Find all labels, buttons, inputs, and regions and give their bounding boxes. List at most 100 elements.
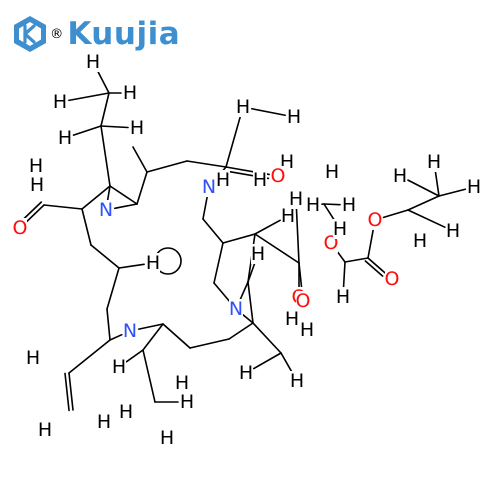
bond-v-w [109, 185, 138, 205]
atom-label-bg-h4 [58, 128, 72, 148]
atom-h-h26: H [175, 372, 189, 394]
bond-cf-h11 [407, 179, 440, 197]
bond-u-v [81, 185, 111, 210]
atom-label-bg-n4 [123, 321, 137, 341]
atom-label-bg-h24 [26, 348, 40, 368]
atom-label-bg-h5 [130, 118, 144, 138]
bond-ce-cf [407, 195, 440, 211]
atom-h-h21: H [300, 319, 314, 341]
atom-label-bg-h22 [239, 363, 253, 383]
atom-label-bg-n1 [99, 200, 113, 220]
atom-n-n4: N [123, 320, 137, 342]
atom-label-bg-h14 [281, 206, 295, 226]
atom-h-h22: H [239, 362, 253, 384]
atom-label-bg-h12 [467, 177, 481, 197]
atom-label-bg-o5 [385, 269, 399, 289]
atom-label-bg-o7 [296, 291, 310, 311]
atom-n-n1: N [99, 199, 113, 221]
atom-h-h11: H [393, 165, 407, 187]
bond-h2-ch [68, 92, 110, 102]
atom-h-h33: H [216, 169, 230, 191]
bond-n-o [162, 323, 191, 349]
bond-i-h35 [295, 207, 300, 264]
bond-cc-h19 [342, 261, 346, 289]
atom-label-bg-n2 [202, 177, 216, 197]
atom-h-h18: H [446, 220, 460, 242]
atom-label-bg-h35 [289, 189, 303, 209]
atom-h-h37: H [342, 194, 356, 216]
bond-layer [22, 69, 467, 412]
atom-h-h1: H [86, 51, 100, 73]
bond-m-n [189, 338, 230, 349]
bond-n3-k [238, 281, 249, 302]
bond-r-s [106, 267, 120, 310]
bond-u-cg [43, 204, 83, 210]
atom-h-h36: H [306, 194, 320, 216]
atom-h-h3: H [123, 82, 137, 104]
bond-o3-ce [382, 209, 409, 219]
bond-k-l [247, 281, 254, 324]
bond-e-h6 [225, 114, 242, 168]
atom-label-bg-h15 [413, 231, 427, 251]
atom-label-bg-h11 [393, 166, 407, 186]
atom-label-bg-h13 [325, 162, 339, 182]
atom-h-h19: H [336, 286, 350, 308]
atom-h-h4: H [58, 127, 72, 149]
atom-label-bg-o1 [13, 218, 27, 238]
bond-ca-h23 [280, 352, 294, 374]
bond-q-r [106, 308, 111, 341]
atom-label-bg-h27 [119, 402, 133, 422]
bond-j-n3 [213, 282, 231, 303]
bond-l-ca [252, 322, 282, 354]
atom-h-h14: H [281, 205, 295, 227]
atom-label-bg-h18 [446, 221, 460, 241]
atom-h-h25: H [112, 356, 126, 378]
bond-c1-d [146, 160, 188, 173]
bond-f-g [202, 218, 224, 244]
bond-o-n4 [138, 323, 164, 330]
bond-cf-h10 [434, 170, 440, 197]
bond-n4-q [109, 333, 123, 341]
atom-o-o7: O [296, 290, 311, 312]
bond-t-u [81, 208, 92, 246]
bond-k-h17 [247, 261, 256, 283]
kuujia-hexagon-icon [14, 16, 46, 52]
atom-h-h15: H [413, 230, 427, 252]
atom-h-h13: H [325, 161, 339, 183]
bond-a-v [100, 125, 111, 187]
atom-h-h29: H [97, 411, 111, 433]
bond-s-h16 [118, 263, 145, 269]
atom-h-h10: H [427, 151, 441, 173]
bond-h1-ch [96, 69, 110, 94]
bond-b-c1 [132, 146, 148, 173]
atom-h-h34: H [253, 169, 267, 191]
bond-g-h [222, 233, 256, 244]
bond-cg-o1 [25, 204, 45, 223]
bond-x-y [68, 372, 74, 411]
atom-label-bg-h6 [236, 97, 250, 117]
bond-h6-h7 [251, 107, 286, 117]
atom-o-o1: O [13, 217, 28, 239]
atom-label-bg-o3 [368, 210, 382, 230]
atom-o-o3: O [368, 209, 383, 231]
atom-label-bg-h32 [30, 175, 44, 195]
brand-name: Kuujia [67, 16, 181, 52]
bond-cf-h12 [438, 188, 467, 197]
atom-h-h6: H [236, 96, 250, 118]
atom-h-h38: H [333, 218, 347, 240]
bond-v-n1 [106, 185, 111, 202]
atom-h-h27: H [119, 401, 133, 423]
atom-label-bg-h17 [251, 244, 265, 264]
atom-o-o2: O [271, 165, 286, 187]
atom-label-bg-h28 [180, 392, 194, 412]
atom-h-h23: H [290, 370, 304, 392]
bond-cb-h38 [323, 203, 336, 223]
bond-s-t [90, 244, 120, 269]
bond-o3-cd [367, 228, 375, 259]
atom-o-o5: O [385, 268, 400, 290]
atom-label-bg-n3 [229, 299, 243, 319]
bond-ca-h22 [253, 352, 282, 370]
atom-label-bg-h10 [427, 152, 441, 172]
atom-h-h32: H [30, 174, 44, 196]
